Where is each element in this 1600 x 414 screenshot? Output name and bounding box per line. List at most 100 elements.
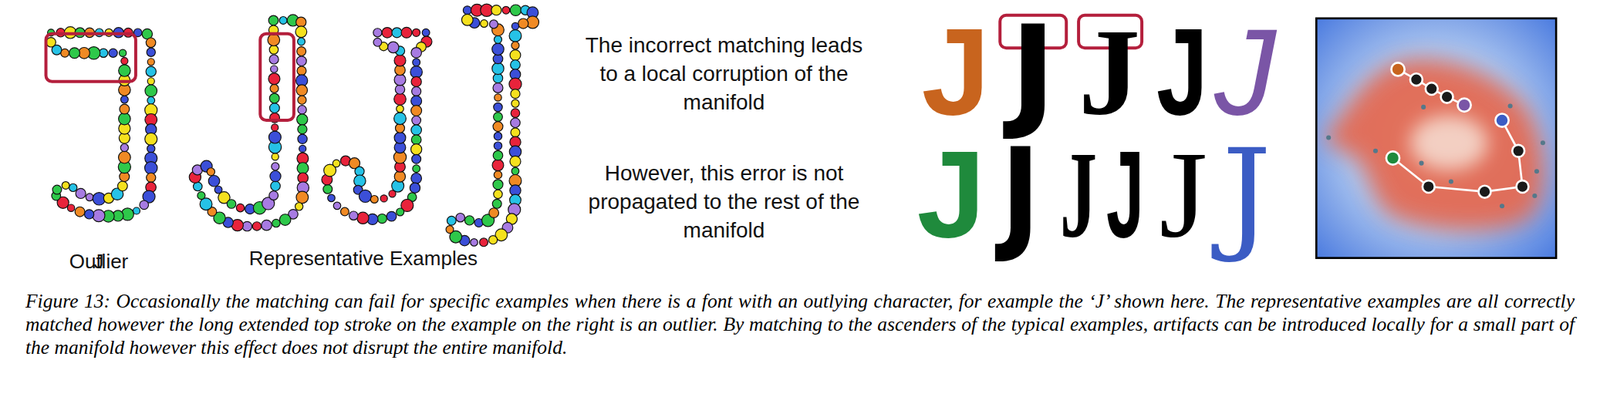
contour-point (272, 219, 281, 227)
font-glyph: J (917, 132, 986, 257)
contour-point (396, 104, 405, 113)
contour-point (489, 236, 498, 245)
contour-point (121, 95, 129, 104)
contour-point (295, 26, 308, 38)
contour-point (489, 20, 499, 29)
contour-point (296, 16, 307, 28)
contour-point (236, 203, 244, 212)
contour-point (511, 22, 519, 30)
contour-point (396, 208, 405, 217)
contour-point (411, 172, 422, 184)
contour-point (493, 131, 502, 140)
contour-point (492, 83, 503, 94)
contour-point (242, 221, 252, 231)
contour-point (297, 134, 308, 144)
contour-point (411, 47, 422, 59)
contour-point (470, 239, 478, 247)
contour-point (511, 41, 520, 50)
font-glyph: J (1156, 10, 1209, 134)
annotation-text: However, this error is not propagated to… (579, 158, 869, 245)
contour-point (349, 211, 358, 220)
contour-point (69, 183, 78, 192)
contour-point (270, 103, 281, 114)
contour-point (391, 27, 402, 38)
font-glyph: J (1001, 132, 1041, 257)
contour-point (401, 27, 412, 38)
contour-point (252, 222, 261, 231)
contour-point (394, 112, 407, 125)
dot-outline (321, 27, 433, 225)
contour-point (85, 193, 94, 202)
contour-point (464, 216, 474, 226)
contour-point (492, 121, 503, 132)
contour-point (394, 131, 406, 144)
contour-point (411, 154, 422, 164)
contour-point (412, 165, 421, 173)
contour-point (510, 108, 520, 118)
contour-point (297, 37, 306, 46)
contour-point (510, 118, 520, 128)
contour-point (121, 57, 129, 65)
contour-point (333, 202, 341, 210)
contour-point (69, 47, 81, 59)
contour-point (462, 6, 472, 15)
contour-point (268, 131, 281, 144)
contour-point (261, 219, 272, 230)
contour-point (118, 181, 129, 192)
contour-point (411, 86, 422, 96)
contour-point (480, 20, 489, 28)
contour-point (271, 124, 279, 132)
contour-point (492, 43, 504, 55)
contour-point (197, 192, 206, 200)
contour-point (340, 207, 350, 217)
contour-point (411, 76, 422, 87)
contour-point (119, 104, 130, 115)
contour-point (489, 208, 500, 219)
contour-point (206, 168, 215, 176)
contour-point (412, 58, 421, 67)
path-points (1386, 62, 1530, 198)
contour-point (394, 93, 407, 106)
contour-point (323, 184, 333, 194)
contour-point (269, 54, 279, 65)
contour-point (139, 200, 149, 210)
contour-point (92, 209, 105, 223)
contour-point (297, 162, 309, 175)
dot-outline (189, 14, 309, 232)
contour-point (297, 66, 307, 76)
contour-point (394, 84, 405, 95)
contour-point (394, 54, 406, 67)
contour-point (510, 60, 521, 71)
font-glyph: J (921, 10, 991, 134)
figure-caption: Figure 13: Occasionally the matching can… (25, 290, 1575, 360)
dot-outlines (46, 3, 540, 247)
contour-point (388, 41, 399, 53)
contour-point (267, 33, 281, 47)
contour-point (354, 175, 366, 187)
contour-point (494, 94, 502, 102)
contour-point (145, 132, 158, 146)
panel-label: Representative Examples (249, 246, 478, 271)
contour-point (297, 114, 308, 125)
contour-point (509, 4, 521, 16)
panel-border (1316, 18, 1557, 259)
contour-point (492, 62, 504, 75)
font-glyph: J (1009, 10, 1057, 134)
contour-point (271, 153, 279, 161)
contour-point (380, 195, 388, 203)
contour-point (270, 171, 281, 183)
contour-point (492, 179, 503, 190)
contour-point (270, 65, 278, 73)
contour-point (147, 96, 156, 105)
contour-point (332, 159, 340, 167)
contour-point (493, 102, 503, 112)
annotation-text: The incorrect matching leads to a local … (579, 30, 869, 117)
contour-point (455, 213, 465, 223)
contour-point (295, 202, 304, 211)
contour-point (491, 5, 502, 16)
contour-point (445, 226, 454, 234)
contour-point (493, 141, 502, 150)
contour-point (296, 84, 308, 96)
highlight-box (259, 33, 294, 121)
contour-point (358, 189, 372, 203)
